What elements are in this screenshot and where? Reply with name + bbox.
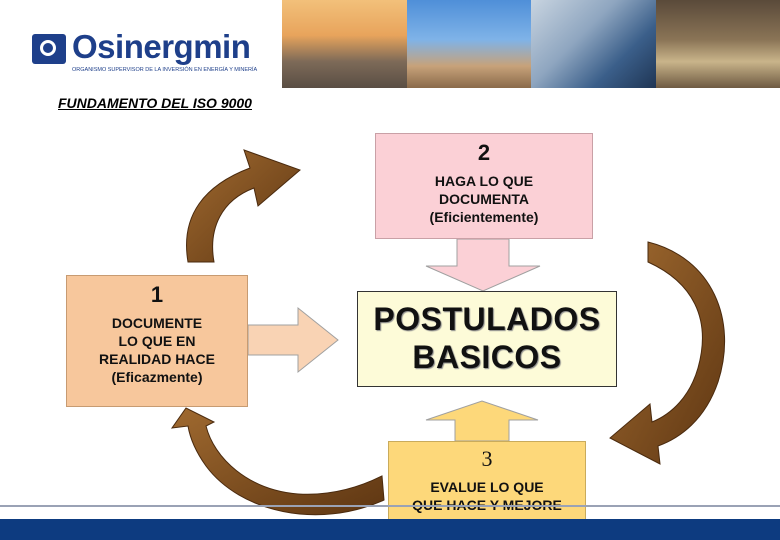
block-arrow-3-to-center <box>425 400 539 442</box>
power-lines-photo <box>282 0 407 88</box>
center-line-1: POSTULADOS <box>373 301 601 337</box>
step-2-box: 2 HAGA LO QUE DOCUMENTA (Eficientemente) <box>375 133 593 239</box>
step-3-number: 3 <box>481 446 493 471</box>
step-2-number: 2 <box>477 140 491 165</box>
logo-text: Osinergmin <box>72 28 251 65</box>
cycle-arrow-1-to-2 <box>186 149 301 263</box>
pipeline-worker-photo <box>531 0 656 88</box>
step-1-line-1: DOCUMENTE <box>111 315 203 331</box>
step-1-line-4: (Eficazmente) <box>111 369 203 385</box>
step-2-line-2: DOCUMENTA <box>439 191 529 207</box>
step-1-line-3: REALIDAD HACE <box>99 351 215 367</box>
footer-bar <box>0 519 780 540</box>
logo-tagline: ORGANISMO SUPERVISOR DE LA INVERSIÓN EN … <box>72 67 258 73</box>
step-2-line-1: HAGA LO QUE <box>434 173 534 189</box>
osinergmin-logo: Osinergmin ORGANISMO SUPERVISOR DE LA IN… <box>32 28 277 80</box>
cycle-arrow-2-to-3 <box>609 241 726 465</box>
logo-mark-icon <box>32 34 66 64</box>
step-1-line-2: LO QUE EN <box>118 333 196 349</box>
center-line-2: BASICOS <box>412 339 562 375</box>
cycle-arrow-3-to-1 <box>170 407 385 516</box>
block-arrow-1-to-center <box>247 306 339 374</box>
page-heading: FUNDAMENTO DEL ISO 9000 <box>58 95 252 111</box>
footer-divider <box>0 505 780 507</box>
block-arrow-2-to-center <box>425 238 541 292</box>
step-1-number: 1 <box>150 282 164 307</box>
center-box: POSTULADOS BASICOS <box>357 291 617 387</box>
step-1-box: 1 DOCUMENTE LO QUE EN REALIDAD HACE (Efi… <box>66 275 248 407</box>
step-2-line-3: (Eficientemente) <box>429 209 539 225</box>
step-3-line-1: EVALUE LO QUE <box>430 479 544 495</box>
mine-tunnel-photo <box>655 0 780 88</box>
step-3-box: 3 EVALUE LO QUE QUE HACE Y MEJORE <box>388 441 586 523</box>
drilling-rig-photo <box>406 0 531 88</box>
header-photo-strip <box>282 0 780 88</box>
